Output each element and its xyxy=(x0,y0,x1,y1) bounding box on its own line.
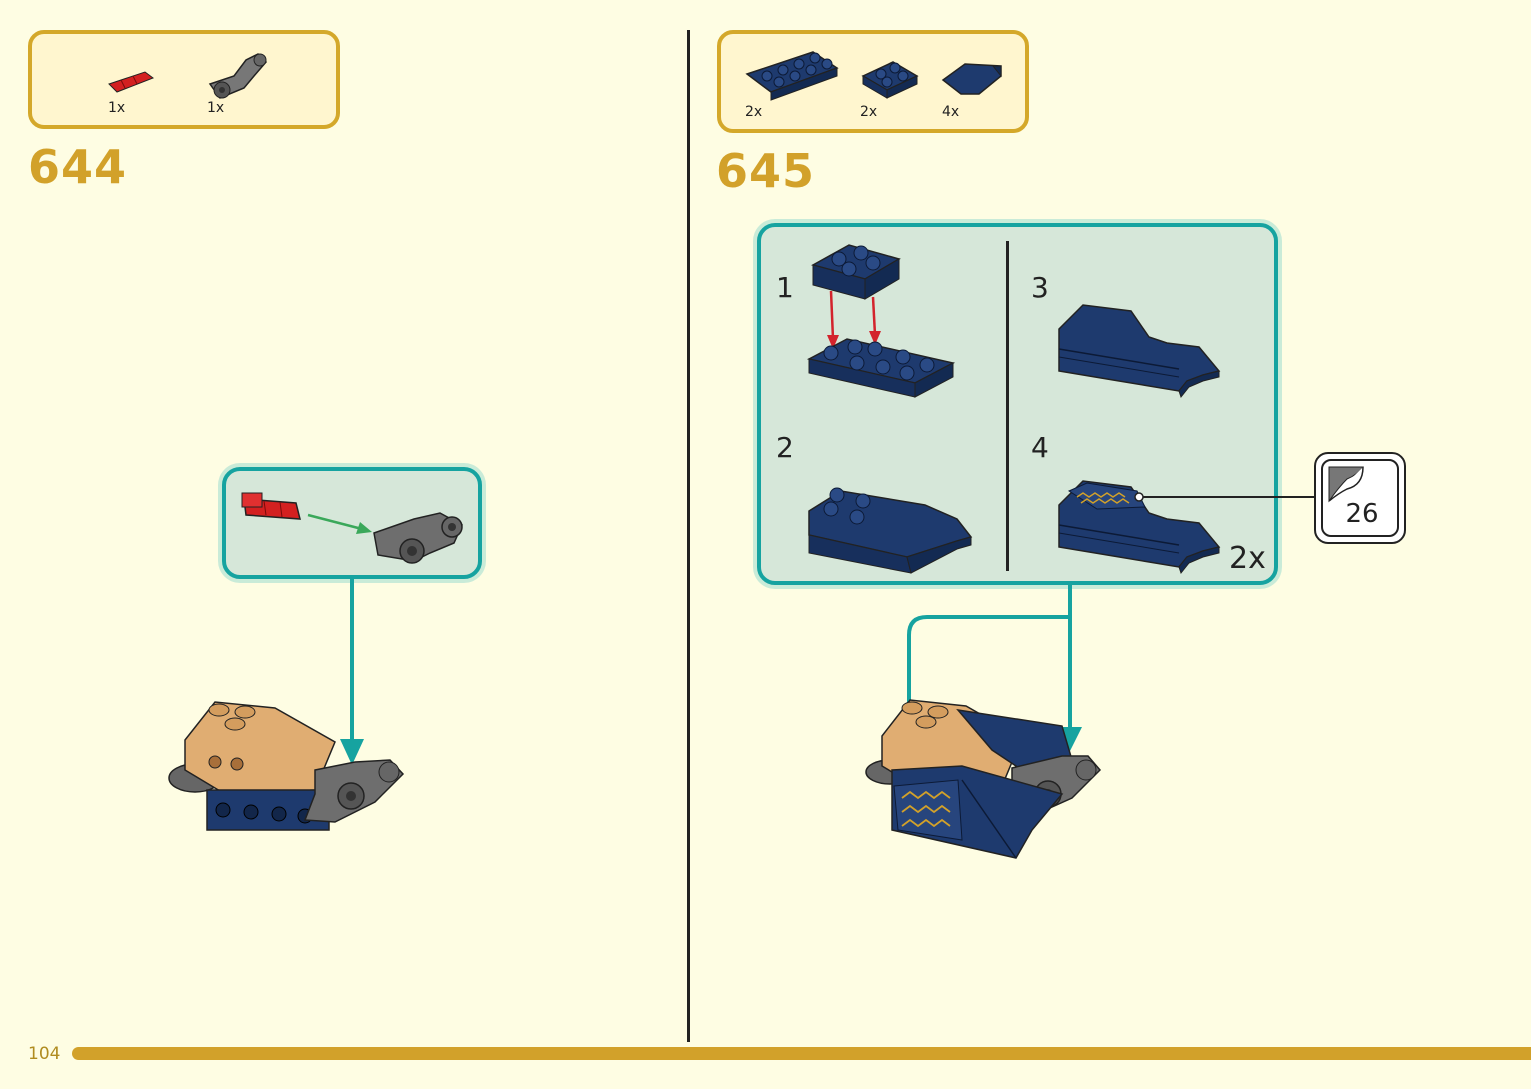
sticker-reference: 26 xyxy=(1314,452,1406,544)
red-pin-icon xyxy=(107,68,157,98)
substep-2-illustration xyxy=(807,483,977,575)
step-number-645: 645 xyxy=(716,144,815,198)
model-assembly-645 xyxy=(862,690,1112,865)
page-number: 104 xyxy=(28,1044,60,1064)
step-number-644: 644 xyxy=(28,140,127,194)
part-qty: 4x xyxy=(942,104,959,120)
gray-connector-piece xyxy=(370,509,470,569)
substep-3-label: 3 xyxy=(1031,271,1049,304)
part-qty: 1x xyxy=(207,100,224,116)
sticker-pointer-line xyxy=(1134,492,1316,504)
substep-3-illustration xyxy=(1053,301,1228,401)
blue-wedge-icon xyxy=(939,60,1009,100)
substep-4-label: 4 xyxy=(1031,431,1049,464)
subassembly-callout-644 xyxy=(222,467,482,579)
blue-plate-2x4-icon xyxy=(743,46,843,98)
callout-divider xyxy=(1006,241,1009,571)
gray-connector-icon xyxy=(204,46,274,102)
red-pin-piece xyxy=(240,485,310,525)
insert-arrow xyxy=(306,509,376,539)
part-qty: 2x xyxy=(860,104,877,120)
part-qty: 2x xyxy=(745,104,762,120)
part-qty: 1x xyxy=(108,100,125,116)
multiplier-label: 2x xyxy=(1229,541,1266,576)
footer-bar xyxy=(72,1047,1531,1060)
parts-list-645: 2x 2x 4x xyxy=(717,30,1029,133)
substep-2-label: 2 xyxy=(776,431,794,464)
subassembly-callout-645: 1 2 3 4 xyxy=(757,223,1278,585)
sticker-number: 26 xyxy=(1323,499,1401,529)
page-divider xyxy=(687,30,690,1042)
blue-plate-2x2-icon xyxy=(859,56,923,98)
substep-1-illustration xyxy=(807,241,967,401)
sticker-frame: 26 xyxy=(1321,459,1399,537)
substep-1-label: 1 xyxy=(776,271,794,304)
parts-list-644: 1x 1x xyxy=(28,30,340,129)
model-assembly-644 xyxy=(165,690,415,850)
